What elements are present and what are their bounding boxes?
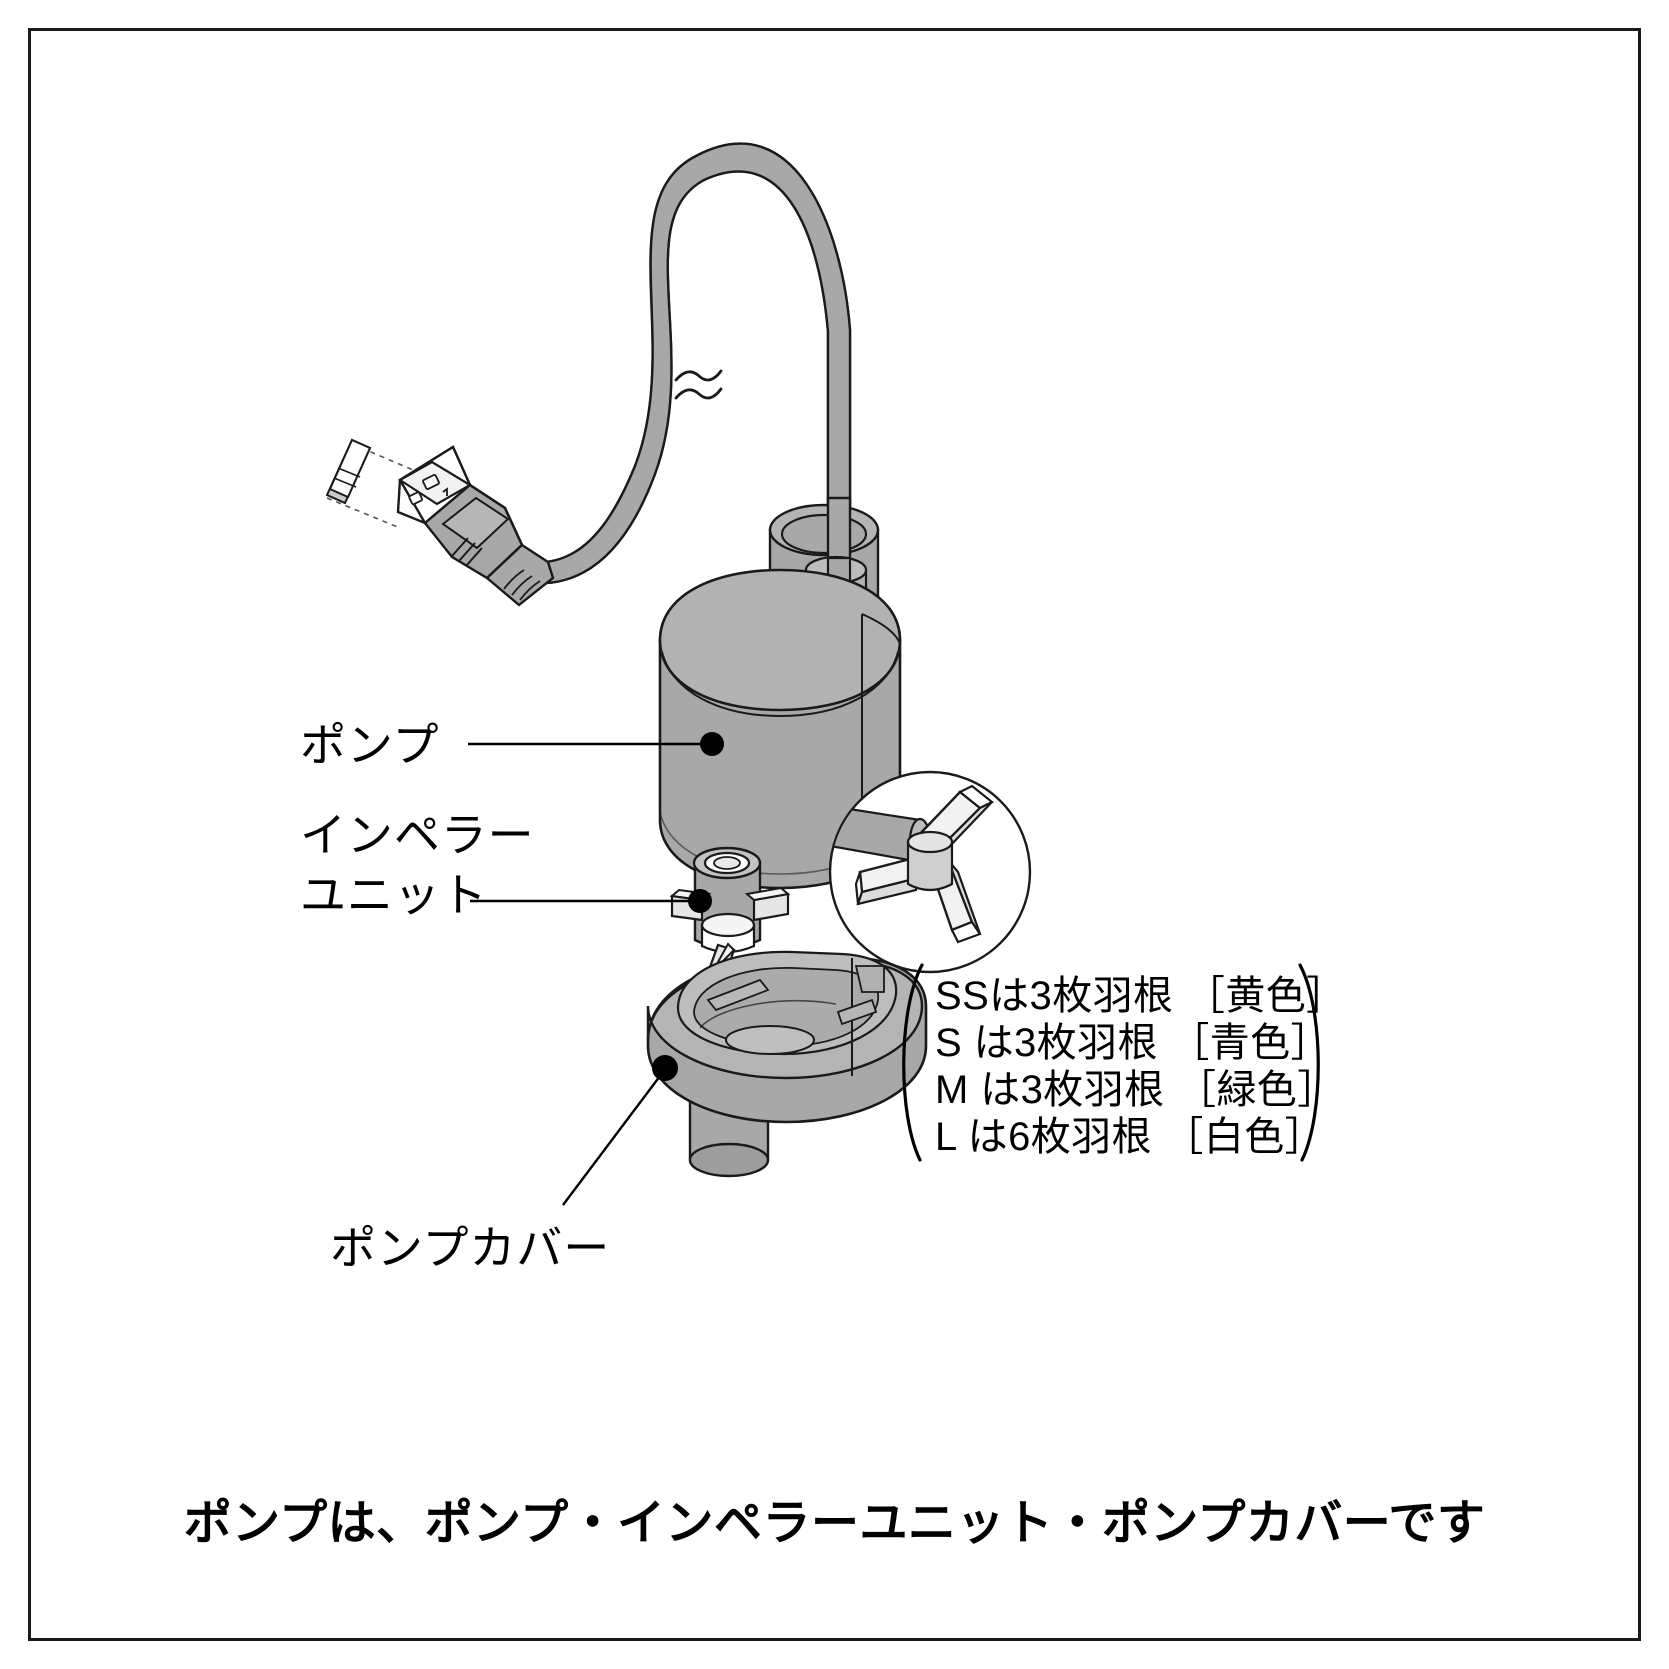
impeller-detail-circle-icon	[828, 770, 1032, 974]
callout-dot-cover	[652, 1055, 678, 1081]
pump-cover-icon	[646, 950, 928, 1178]
callout-label-pump: ポンプ	[300, 719, 440, 771]
callout-label-impeller-line2: ユニット	[300, 869, 488, 921]
callout-dot-impeller	[688, 889, 712, 913]
callout-label-impeller-line1: インペラー	[300, 809, 535, 861]
callout-label-impeller-unit: インペラー ユニット	[300, 805, 535, 925]
callout-dot-pump	[700, 732, 724, 756]
blade-spec-rows: SSは3枚羽根 ［黄色］ S は3枚羽根 ［青色］ M は3枚羽根 ［緑色］ L…	[935, 973, 1347, 1161]
usb-connector-icon	[325, 438, 555, 607]
blade-spec-note: SSは3枚羽根 ［黄色］ S は3枚羽根 ［青色］ M は3枚羽根 ［緑色］ L…	[905, 965, 1347, 1165]
callout-label-pump-cover: ポンプカバー	[330, 1222, 611, 1274]
blade-spec-row-m: M は3枚羽根 ［緑色］	[935, 1068, 1338, 1112]
leader-line-pump-cover	[562, 1075, 661, 1206]
impeller-unit-icon	[669, 846, 791, 986]
bracket-note-parens	[902, 963, 1320, 1162]
diagram-caption: ポンプは、ポンプ・インペラーユニット・ポンプカバーです	[183, 1497, 1486, 1550]
blade-spec-row-s: S は3枚羽根 ［青色］	[935, 1021, 1331, 1065]
usb-cable-fill	[469, 142, 852, 585]
blade-spec-row-ss: SSは3枚羽根 ［黄色］	[935, 974, 1347, 1018]
diagram-border-frame	[28, 28, 1641, 1641]
blade-spec-row-l: L は6枚羽根 ［白色］	[935, 1115, 1326, 1159]
